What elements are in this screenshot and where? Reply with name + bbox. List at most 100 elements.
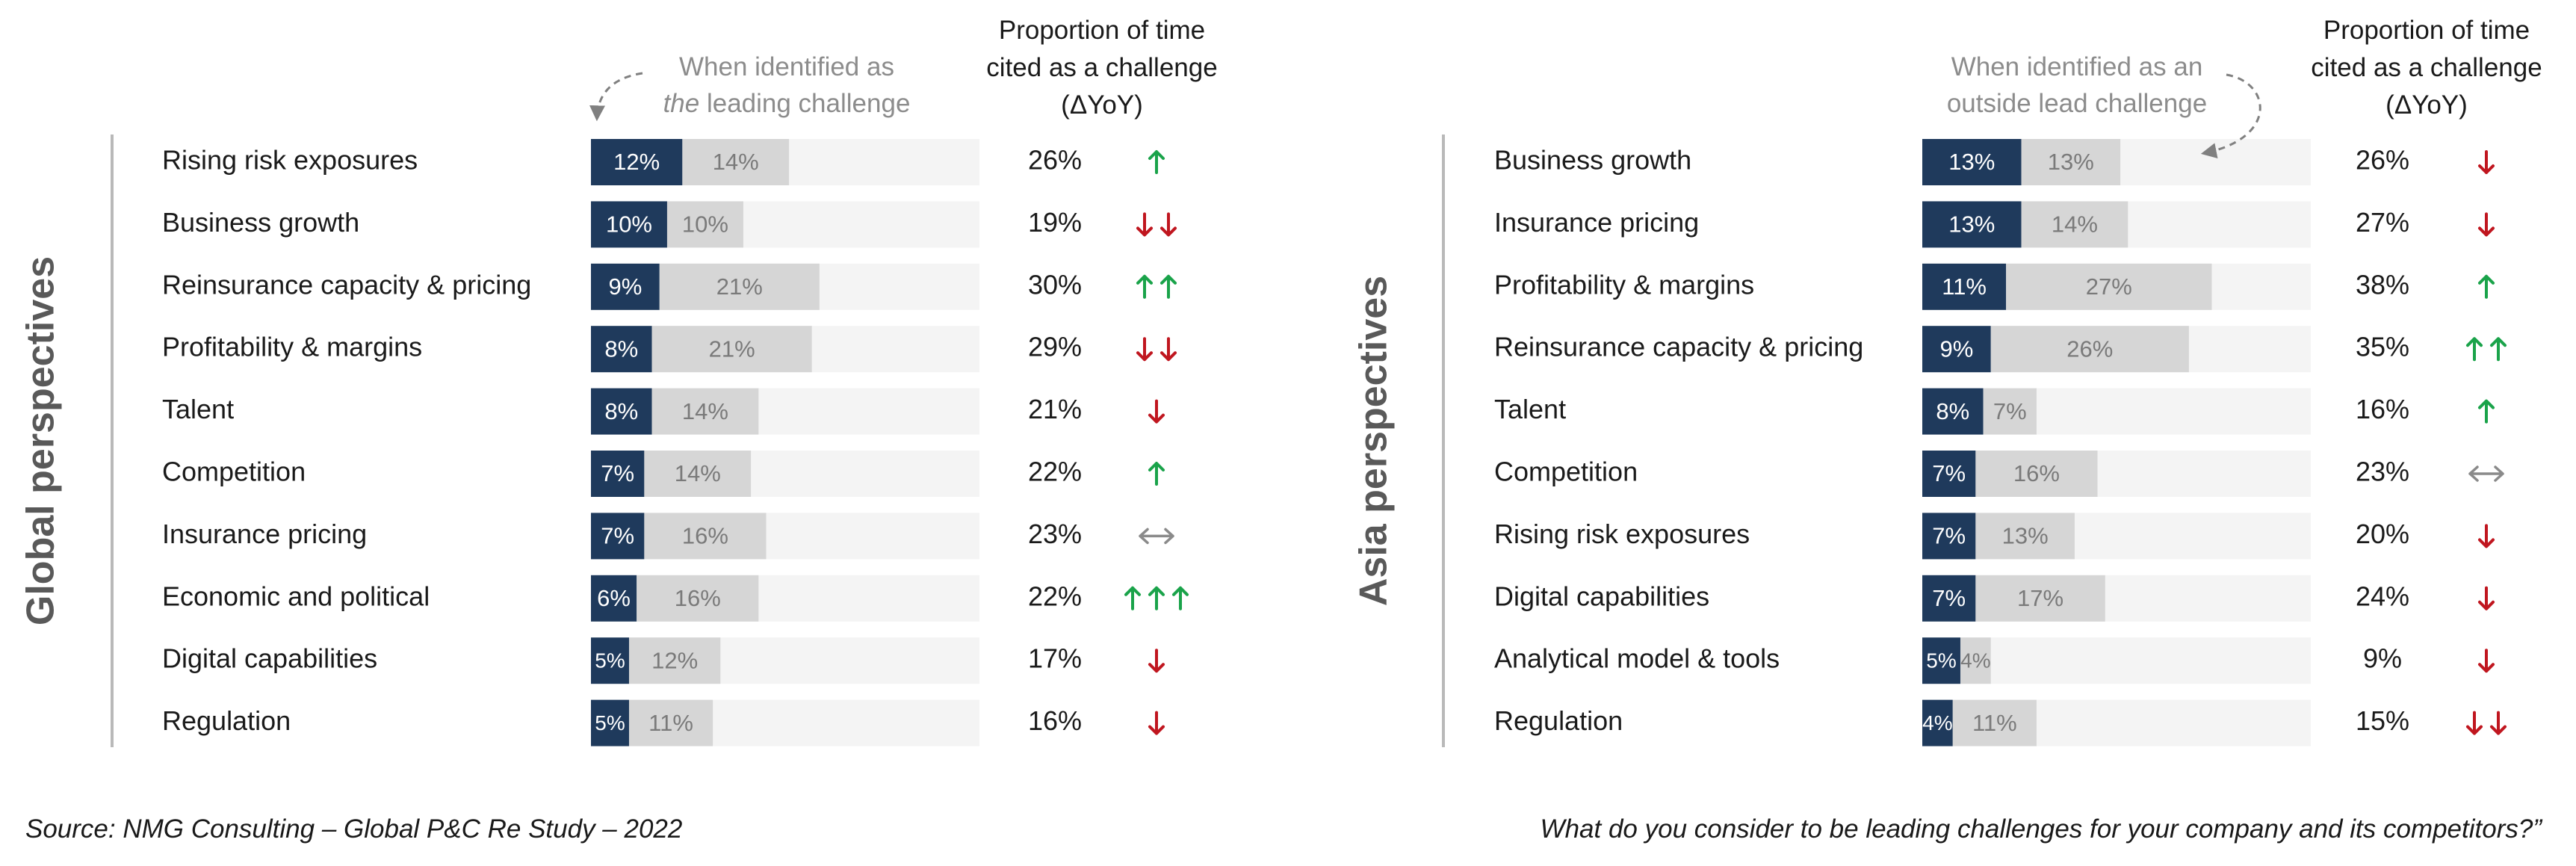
chart2-trend-down-icon [2478,524,2495,548]
chart2-outside-value-label: 27% [2086,273,2132,300]
chart1-outside-value-label: 11% [648,710,693,736]
chart1-category-label: Economic and political [162,581,430,611]
chart2-outside-bar [1983,388,2037,435]
chart1-leading-bar [591,388,652,435]
chart2-trend-up2-icon [2466,337,2507,362]
chart1-leading-value-label: 10% [606,211,652,238]
chart2-outside-bar [1960,637,1991,684]
chart1-leading-value-label: 7% [601,523,634,549]
chart2-outside-value-label: 13% [2048,149,2094,175]
chart1-annotation-line2: the leading challenge [663,89,911,118]
chart1-outside-bar [644,451,752,497]
chart1-outside-value-label: 21% [716,273,763,300]
chart2-proportion-value: 9% [2363,643,2402,674]
chart1-outside-bar [666,201,743,248]
chart2-outside-value-label: 17% [2017,585,2063,611]
chart1-leading-value-label: 8% [604,335,638,362]
chart2-proportion-value: 24% [2356,581,2409,611]
chart2-category-label: Competition [1494,457,1638,487]
chart1-trend-down2-icon [1136,337,1177,362]
chart2-category-label: Talent [1494,394,1566,424]
chart2-outside-bar [1975,513,2075,560]
chart2-leading-bar [1922,139,2022,185]
chart1-category-label: Regulation [162,705,291,736]
chart1-leading-value-label: 7% [601,460,634,486]
chart1-leading-value-label: 8% [604,398,638,424]
chart2-annotation-line1: When identified as an [1951,52,2203,81]
chart1-annotation-line1: When identified as [679,52,894,81]
chart2-annotation-line2: outside lead challenge [1947,89,2207,118]
survey-question: What do you consider to be leading chall… [1540,814,2542,844]
chart1-leading-bar [591,139,683,185]
chart2-proportion-value: 35% [2356,332,2409,362]
chart2-proportion-value: 38% [2356,269,2409,300]
chart1-proportion-value: 29% [1028,332,1082,362]
chart1-annotation-arrow [589,72,643,122]
chart1-proportion-value: 22% [1028,457,1082,487]
chart2-outside-value-label: 4% [1960,649,1990,672]
chart1-proportion-value: 30% [1028,269,1082,300]
chart1-outside-value-label: 14% [713,149,759,175]
chart1-category-label: Business growth [162,207,359,238]
chart1-outside-value-label: 21% [709,335,755,362]
chart2-trend-down-icon [2478,150,2495,174]
chart1-leading-bar [591,326,652,373]
chart2-leading-bar [1922,451,1976,497]
chart1-outside-bar [644,513,767,560]
chart1-leading-value-label: 12% [613,149,660,175]
chart1-trend-up3-icon [1124,586,1189,610]
chart2-category-label: Regulation [1494,705,1623,736]
chart2-category-label: Business growth [1494,145,1691,176]
chart2-trend-down-icon [2478,586,2495,610]
chart2-proportion-value: 23% [2356,457,2409,487]
chart2-leading-value-label: 5% [1926,649,1956,672]
chart1-outside-value-label: 10% [682,211,728,238]
chart2-outside-value-label: 16% [2013,460,2060,486]
chart2-leading-value-label: 7% [1932,585,1966,611]
chart1-outside-value-label: 12% [651,647,698,673]
chart1-column-header-line2: cited as a challenge [986,53,1217,82]
chart1-column-header-line1: Proportion of time [999,16,1205,45]
chart2-trend-neutral-icon [2468,466,2504,482]
chart1-trend-down-icon [1148,399,1165,424]
chart2-leading-value-label: 13% [1948,211,1995,238]
chart1-proportion-value: 21% [1028,394,1082,424]
chart1-outside-bar [659,263,820,310]
chart1-proportion-value: 22% [1028,581,1082,611]
chart2-leading-value-label: 7% [1932,460,1966,486]
chart1-category-label: Profitability & margins [162,332,422,362]
chart1-category-label: Talent [162,394,234,424]
chart1-trend-up-icon [1148,462,1165,486]
chart1-outside-bar [637,575,759,622]
chart1-column-header-line3: (ΔYoY) [1061,90,1143,120]
chart1-outside-bar [682,139,790,185]
chart2-category-label: Profitability & margins [1494,269,1754,300]
chart1-leading-value-label: 9% [608,273,642,300]
chart1-trend-down-icon [1148,711,1165,735]
chart1-leading-bar [591,575,637,622]
chart2-outside-value-label: 7% [1993,398,2027,424]
chart2-annotation-arrow [2200,73,2261,158]
chart2-trend-down2-icon [2466,711,2507,735]
chart2-proportion-value: 15% [2356,705,2409,736]
source-note: Source: NMG Consulting – Global P&C Re S… [25,814,683,844]
chart1-proportion-value: 26% [1028,145,1082,176]
chart1-trend-up-icon [1148,150,1165,174]
chart1-trend-neutral-icon [1139,528,1174,545]
chart1-category-label: Insurance pricing [162,519,367,549]
chart1-proportion-value: 17% [1028,643,1082,674]
chart1-leading-value-label: 6% [597,585,631,611]
chart1-outside-value-label: 14% [682,398,728,424]
chart2-outside-value-label: 11% [1972,710,2017,736]
chart2-leading-bar [1922,513,1976,560]
chart2-leading-bar [1922,326,1991,373]
chart2-column-header-line2: cited as a challenge [2311,53,2542,82]
chart1-leading-value-label: 5% [595,711,625,734]
chart2-proportion-value: 27% [2356,207,2409,238]
chart2-leading-value-label: 9% [1939,335,1973,362]
chart1-leading-bar [591,451,645,497]
chart1-trend-down-icon [1148,649,1165,673]
chart2-leading-value-label: 11% [1942,273,1987,300]
chart2-outside-value-label: 14% [2052,211,2098,238]
